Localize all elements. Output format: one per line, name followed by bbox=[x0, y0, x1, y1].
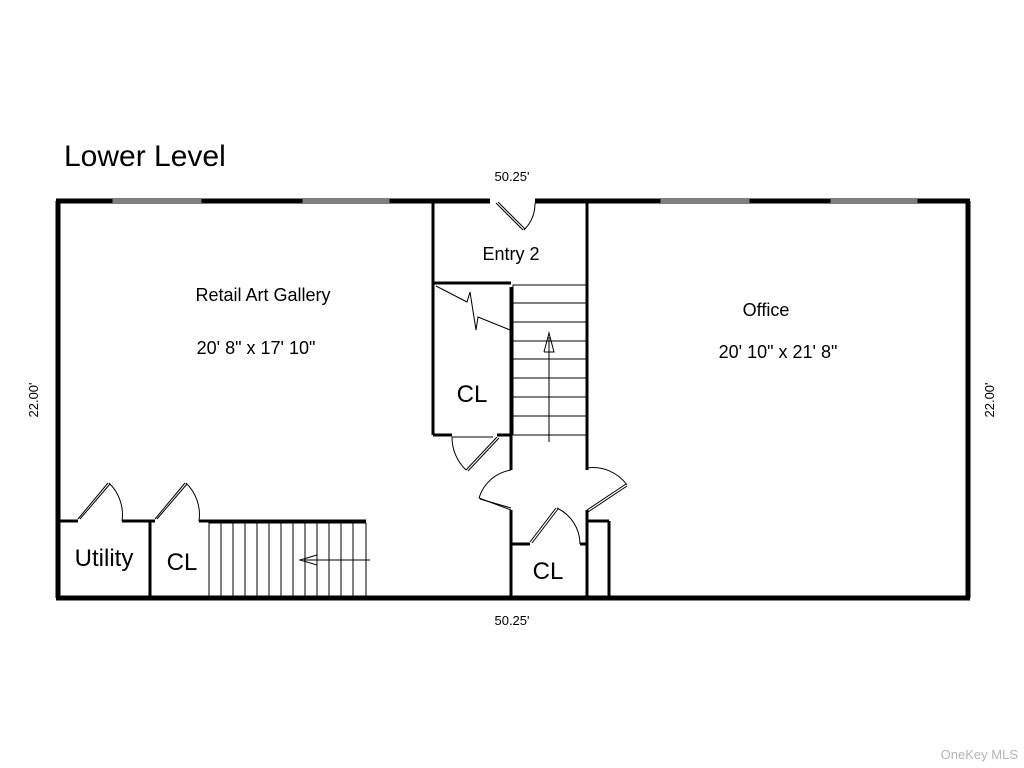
door-closet-lower-left bbox=[154, 482, 200, 522]
door-utility bbox=[77, 482, 123, 522]
room-dimensions-retail-art-gallery: 20' 8" x 17' 10" bbox=[197, 338, 316, 358]
floor-title: Lower Level bbox=[64, 140, 226, 173]
stair-down bbox=[208, 522, 370, 598]
room-name-office: Office bbox=[743, 300, 790, 320]
room-name-retail-art-gallery: Retail Art Gallery bbox=[195, 285, 330, 305]
arrow-left-icon bbox=[298, 554, 370, 566]
room-dimensions-office: 20' 10" x 21' 8" bbox=[719, 342, 838, 362]
door-closet-lower-center bbox=[529, 507, 581, 545]
door-hall bbox=[478, 469, 512, 511]
room-name-entry-2: Entry 2 bbox=[482, 244, 539, 264]
left-height-label: 22.00' bbox=[26, 382, 41, 417]
top-width-label: 50.25' bbox=[494, 169, 529, 184]
room-name-utility: Utility bbox=[75, 545, 134, 572]
room-name-closet-lower-center: CL bbox=[533, 558, 564, 585]
windows bbox=[111, 198, 919, 204]
interior-walls bbox=[58, 201, 611, 598]
room-name-closet-lower-left: CL bbox=[167, 549, 198, 576]
arrow-up-icon bbox=[543, 331, 555, 442]
doors bbox=[77, 201, 628, 545]
door-closet-stair bbox=[451, 436, 500, 472]
exterior-walls bbox=[55, 198, 971, 601]
stair-up bbox=[435, 284, 587, 442]
door-entry-top bbox=[495, 201, 536, 231]
watermark: OneKey MLS bbox=[941, 747, 1019, 762]
stair-break-line bbox=[435, 285, 511, 331]
door-office bbox=[586, 467, 628, 513]
right-height-label: 22.00' bbox=[982, 382, 997, 417]
room-name-closet-stair: CL bbox=[457, 381, 488, 408]
bottom-width-label: 50.25' bbox=[494, 613, 529, 628]
